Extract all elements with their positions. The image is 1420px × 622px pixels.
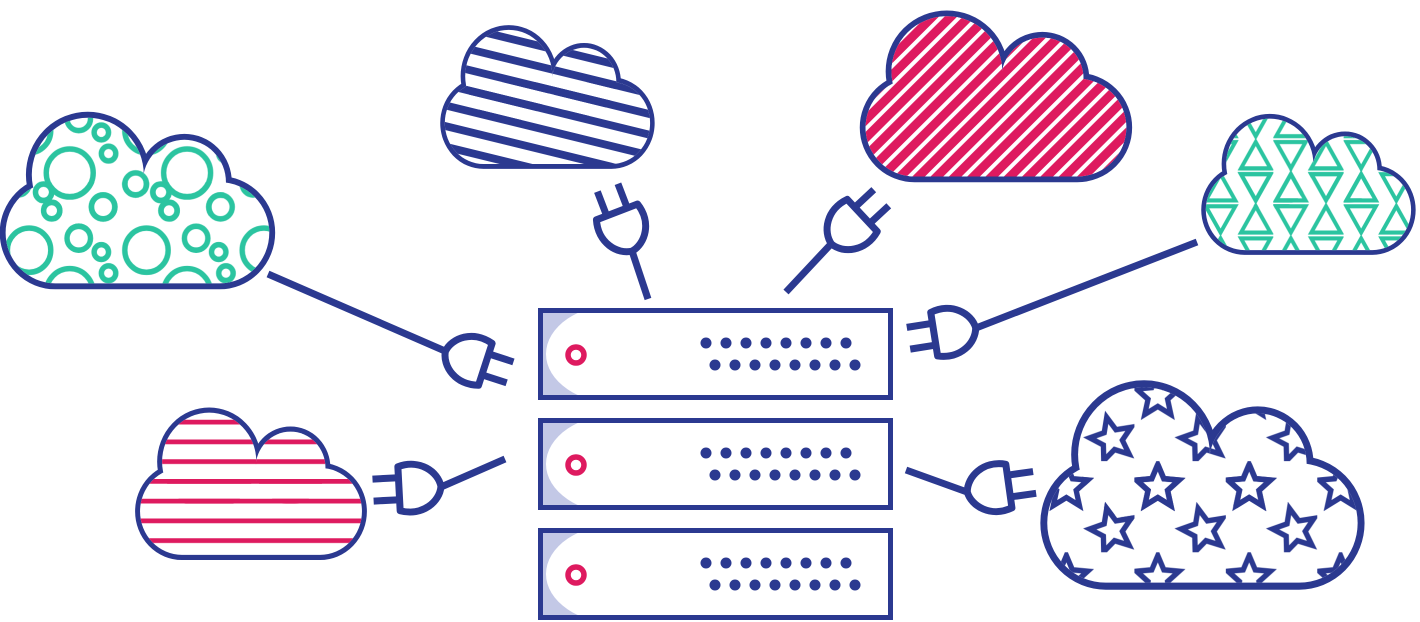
- circles-cloud: [6, 118, 270, 284]
- server-rack: [541, 304, 891, 622]
- triangles-cloud: [1206, 119, 1411, 250]
- cable-line: [783, 241, 834, 295]
- cable-line: [974, 238, 1199, 332]
- plug-icon: [964, 459, 1038, 516]
- server-unit-2: [541, 414, 891, 514]
- server-unit-3: [541, 524, 891, 622]
- cable-line: [628, 249, 652, 301]
- plug-icon: [438, 329, 517, 395]
- diagonal-stripes-cloud-navy: [445, 30, 650, 164]
- cable-line: [266, 270, 447, 355]
- cable-line: [439, 455, 507, 491]
- server-unit-1: [541, 304, 891, 404]
- cables: [266, 238, 1199, 496]
- plug-icon: [585, 179, 654, 260]
- plug-icon: [905, 304, 980, 362]
- horizontal-stripes-cloud: [140, 413, 362, 555]
- plug-icon: [372, 463, 442, 514]
- stars-cloud: [1047, 387, 1357, 582]
- diagonal-stripes-cloud-pink: [866, 16, 1127, 176]
- cable-line: [904, 466, 969, 496]
